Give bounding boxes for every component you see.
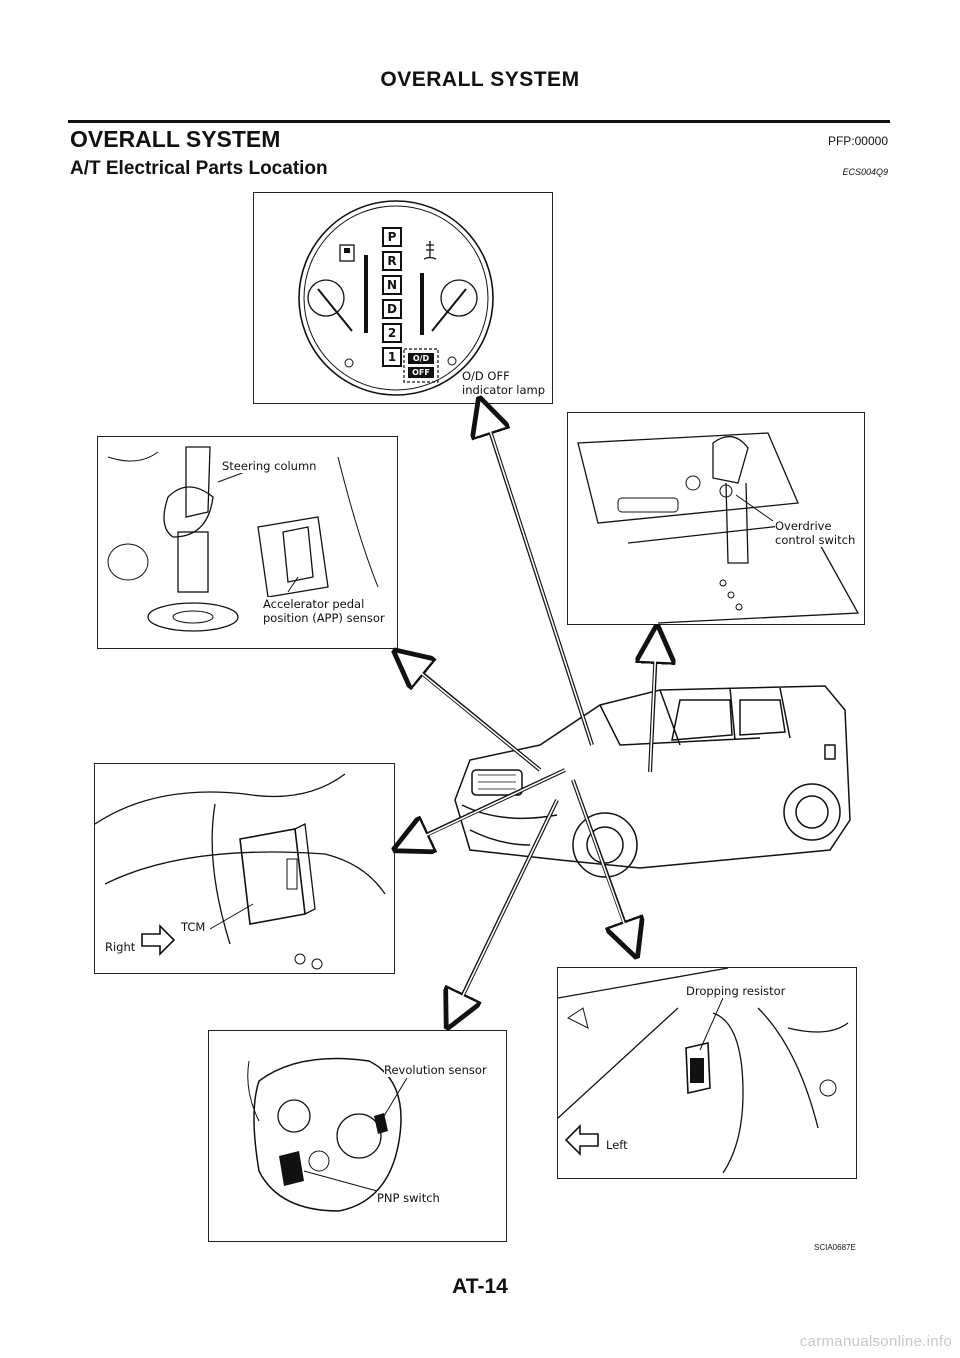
tcm-panel: TCM Right xyxy=(94,763,395,974)
subsection-title: A/T Electrical Parts Location xyxy=(70,158,328,179)
combination-meter-illustration xyxy=(298,200,494,396)
meter-panel: P R N D 2 1 O/D OFF O/D OFF indicator la… xyxy=(253,192,553,404)
overdrive-switch-callout: Overdrive control switch xyxy=(775,519,856,547)
od-lamp-label: O/D xyxy=(412,354,430,363)
gear-1: 1 xyxy=(382,347,402,367)
gear-p: P xyxy=(382,227,402,247)
dropping-resistor-callout: Dropping resistor xyxy=(686,984,786,998)
left-direction-label: Left xyxy=(606,1138,628,1152)
tcm-illustration xyxy=(95,773,386,970)
steering-panel: Steering column Accelerator pedal positi… xyxy=(97,436,398,649)
pnp-switch-callout: PNP switch xyxy=(377,1191,440,1205)
transmission-illustration xyxy=(247,1057,408,1212)
page-header: OVERALL SYSTEM xyxy=(380,68,580,91)
resistor-panel: Dropping resistor Left xyxy=(557,967,857,1179)
header-rule xyxy=(68,120,890,123)
steering-column-callout: Steering column xyxy=(222,459,317,473)
gear-d: D xyxy=(382,299,402,319)
gear-r: R xyxy=(382,251,402,271)
vehicle-illustration xyxy=(454,685,851,878)
dropping-resistor-illustration xyxy=(558,968,849,1174)
footer-watermark: carmanualsonline.info xyxy=(799,1333,952,1350)
transmission-panel: Revolution sensor PNP switch xyxy=(208,1030,507,1242)
subsection-code: ECS004Q9 xyxy=(842,167,888,177)
gear-n: N xyxy=(382,275,402,295)
off-lamp-label: OFF xyxy=(412,368,430,377)
figure-code: SCIA0687E xyxy=(814,1243,856,1252)
revolution-sensor-callout: Revolution sensor xyxy=(384,1063,487,1077)
tcm-callout: TCM xyxy=(181,920,206,934)
page-number: AT-14 xyxy=(452,1275,508,1298)
section-title: OVERALL SYSTEM xyxy=(70,126,281,152)
app-sensor-callout: Accelerator pedal position (APP) sensor xyxy=(263,597,385,625)
overdrive-panel: Overdrive control switch xyxy=(567,412,865,625)
od-off-indicator-callout: O/D OFF indicator lamp xyxy=(462,369,546,397)
gear-2: 2 xyxy=(382,323,402,343)
right-direction-label: Right xyxy=(105,940,136,954)
section-code: PFP:00000 xyxy=(827,134,888,148)
